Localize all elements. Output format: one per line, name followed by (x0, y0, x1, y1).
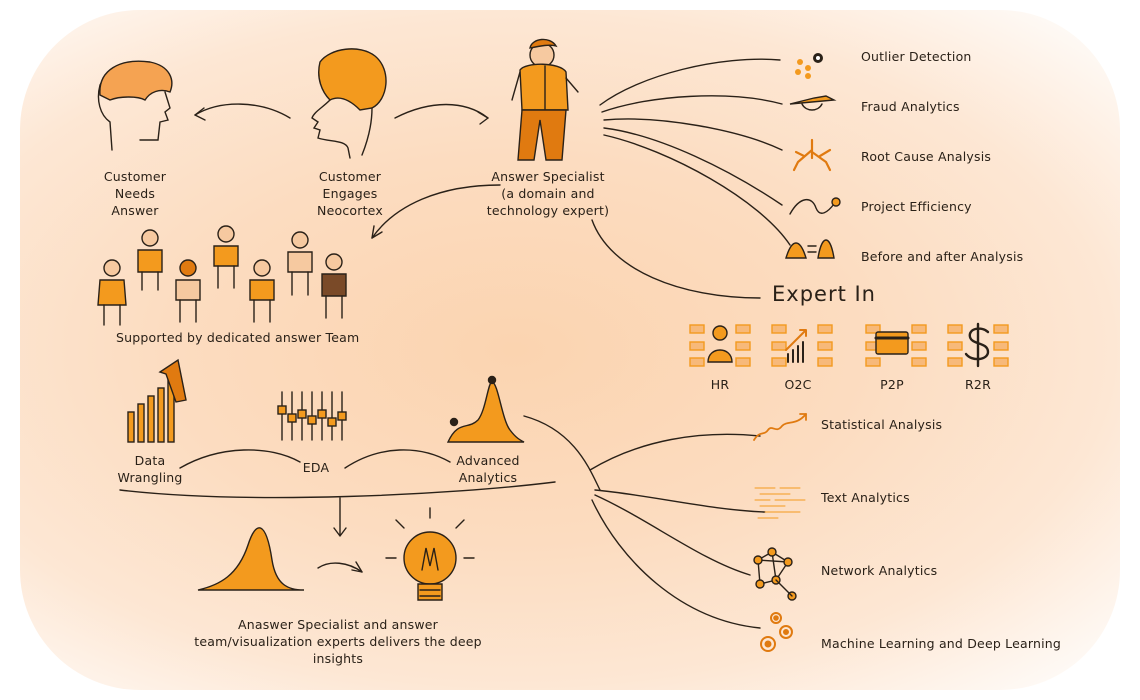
data-wrangling-label: Data Wrangling (117, 453, 183, 485)
insight-curve-icon (197, 527, 305, 591)
statistical-analysis-label: Statistical Analysis (821, 417, 943, 432)
data-wrangling-icon (127, 358, 187, 443)
fraud-hat-icon (789, 95, 837, 111)
eda-sliders-icon (277, 391, 347, 441)
eda-label: EDA (302, 460, 330, 475)
advanced-analytics-label: Advanced Analytics (456, 453, 520, 485)
arrow-engages-to-needs (194, 103, 291, 119)
root-cause-analysis-label: Root Cause Analysis (861, 149, 992, 164)
text-cloud-icon (754, 487, 806, 519)
customer-head-icon (97, 60, 173, 151)
gears-icon (760, 612, 793, 652)
text-analytics-label: Text Analytics (821, 490, 910, 505)
before-after-analysis-label: Before and after Analysis (861, 249, 1024, 264)
roots-icon (792, 138, 832, 172)
outlier-detection-label: Outlier Detection (861, 49, 972, 64)
project-efficiency-label: Project Efficiency (861, 199, 972, 214)
network-analytics-label: Network Analytics (821, 563, 938, 578)
engaged-customer-head-icon (311, 48, 387, 159)
ml-dl-label: Machine Learning and Deep Learning (821, 636, 1062, 651)
deep-insights-label: Anaswer Specialist and answer team/visua… (194, 617, 482, 666)
growth-chart-icon (785, 329, 807, 363)
fraud-analytics-label: Fraud Analytics (861, 99, 960, 114)
outlier-dots-icon (795, 53, 823, 79)
arrow-engages-to-specialist (394, 103, 489, 119)
person-icon (707, 325, 733, 363)
expert-area-boxes (689, 324, 1009, 367)
arrow-specialist-to-team (371, 184, 501, 239)
wave-arrow-icon (753, 413, 807, 441)
expert-area-r2r-label: R2R (965, 377, 991, 392)
before-after-icon (785, 239, 835, 259)
squiggle-line-icon (789, 197, 841, 215)
lightbulb-icon (385, 507, 475, 601)
expert-in-title: Expert In (772, 282, 876, 306)
answer-specialist-figure (511, 38, 579, 161)
expert-area-o2c-label: O2C (784, 377, 812, 392)
answer-team-figures (97, 225, 347, 326)
expert-area-hr-label: HR (710, 377, 730, 392)
credit-card-icon (874, 331, 910, 355)
answer-specialist-label: Answer Specialist (a domain and technolo… (486, 169, 610, 218)
expert-area-p2p-label: P2P (880, 377, 904, 392)
customer-needs-label: Customer Needs Answer (103, 169, 167, 218)
advanced-analytics-curve-icon (446, 375, 525, 443)
dollar-icon (964, 322, 990, 368)
customer-engages-label: Customer Engages Neocortex (317, 169, 383, 218)
paint-splash-background (20, 10, 1120, 690)
team-label: Supported by dedicated answer Team (116, 330, 360, 345)
network-icon (753, 547, 797, 601)
